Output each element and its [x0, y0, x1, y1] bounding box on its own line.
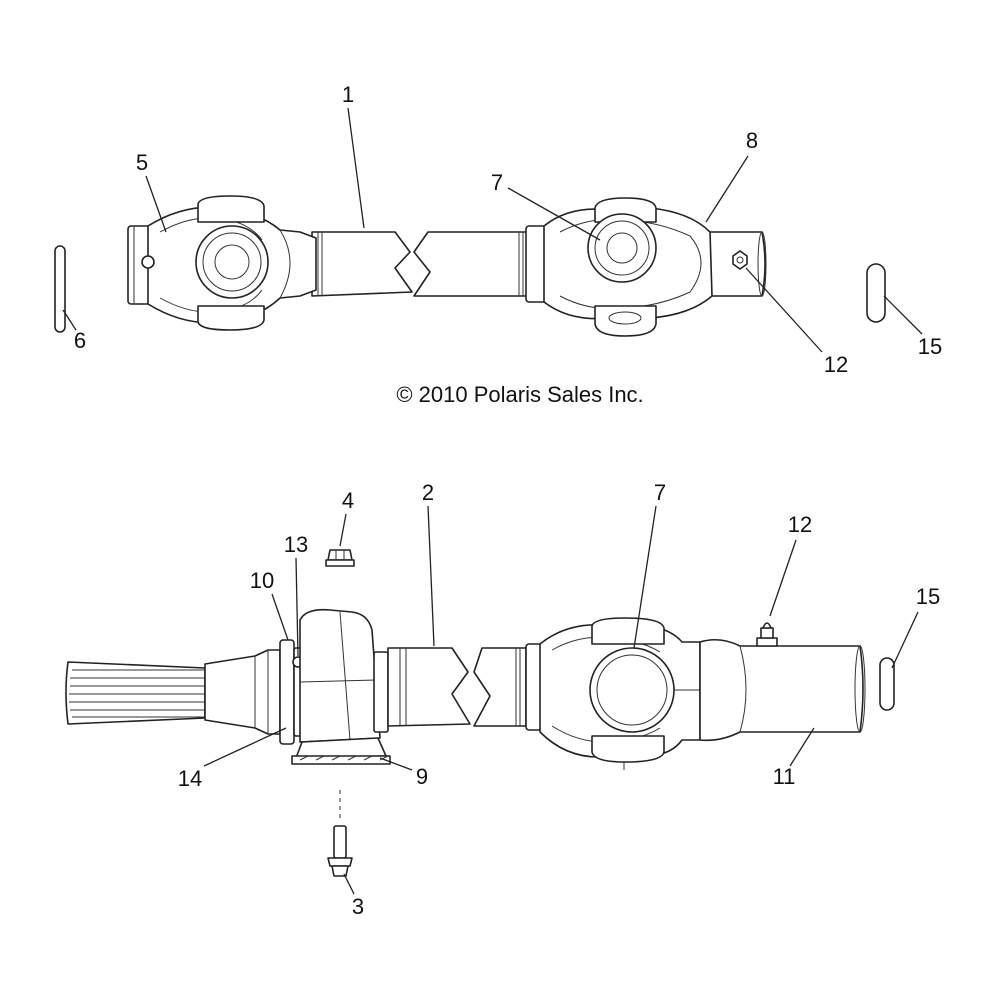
u-joint-yoke-right	[525, 197, 713, 337]
roll-pin-left	[54, 245, 66, 333]
callout-12-bottom: 12	[788, 512, 812, 537]
grease-fitting-top	[732, 250, 748, 270]
callout-6: 6	[74, 328, 86, 353]
copyright-text: © 2010 Polaris Sales Inc.	[396, 382, 643, 407]
callout-12-top: 12	[824, 352, 848, 377]
roll-pin-right-top	[866, 263, 886, 323]
u-joint-bottom	[525, 617, 704, 770]
callout-15-top: 15	[918, 334, 942, 359]
callout-2: 2	[422, 480, 434, 505]
shaft-tube-bottom	[373, 647, 527, 733]
top-driveshaft-assembly: 1 5 6 7 8 12 15	[54, 82, 942, 377]
u-joint-yoke-left	[127, 195, 317, 331]
callout-14: 14	[178, 766, 202, 791]
callout-13: 13	[284, 532, 308, 557]
callout-1: 1	[342, 82, 354, 107]
callout-9: 9	[416, 764, 428, 789]
grease-fitting-bottom	[756, 622, 778, 647]
bearing-race	[279, 639, 295, 745]
bottom-driveshaft-assembly: 2 4 13 10 7 12 15 14 9 11 3	[65, 480, 940, 919]
shaft-tube-top	[311, 231, 528, 297]
callout-5: 5	[136, 150, 148, 175]
slip-yoke-tube	[699, 638, 866, 742]
callout-7-top: 7	[491, 170, 503, 195]
callout-11: 11	[773, 764, 796, 789]
carrier-bearing-housing	[291, 608, 391, 765]
callout-7-bottom: 7	[654, 480, 666, 505]
callout-3: 3	[352, 894, 364, 919]
splined-shaft-end	[65, 649, 281, 735]
flange-bolt	[327, 790, 353, 877]
roll-pin-right-bottom	[879, 657, 895, 711]
callout-15-bottom: 15	[916, 584, 940, 609]
callout-8: 8	[746, 128, 758, 153]
flange-nut	[325, 549, 355, 567]
callout-10: 10	[250, 568, 274, 593]
callout-4: 4	[342, 488, 354, 513]
